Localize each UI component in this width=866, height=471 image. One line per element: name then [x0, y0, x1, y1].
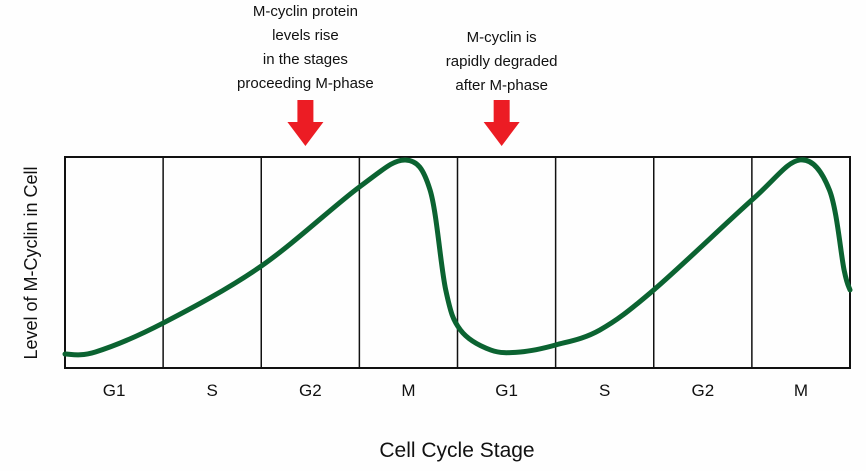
- stage-label: G2: [299, 381, 322, 400]
- stage-label: G1: [103, 381, 126, 400]
- annotation-text: M-cyclin is: [467, 29, 537, 46]
- annotation-text: in the stages: [263, 51, 348, 68]
- stage-label: M: [401, 381, 415, 400]
- stage-label: G1: [495, 381, 518, 400]
- m-cyclin-curve: [62, 157, 853, 358]
- annotation-text: proceeding M-phase: [237, 75, 374, 92]
- annotation-text: M-cyclin protein: [253, 3, 358, 20]
- down-arrow-icon: [483, 100, 520, 146]
- stage-label: G2: [691, 381, 714, 400]
- down-arrow-icon: [287, 100, 324, 146]
- stage-label: S: [207, 381, 218, 400]
- annotation-text: levels rise: [272, 27, 339, 44]
- stage-label: S: [599, 381, 610, 400]
- y-axis-label: Level of M-Cyclin in Cell: [21, 166, 41, 359]
- stage-label: M: [794, 381, 808, 400]
- annotation-text: after M-phase: [455, 77, 548, 94]
- x-axis-label: Cell Cycle Stage: [379, 439, 534, 462]
- annotation-text: rapidly degraded: [446, 53, 558, 70]
